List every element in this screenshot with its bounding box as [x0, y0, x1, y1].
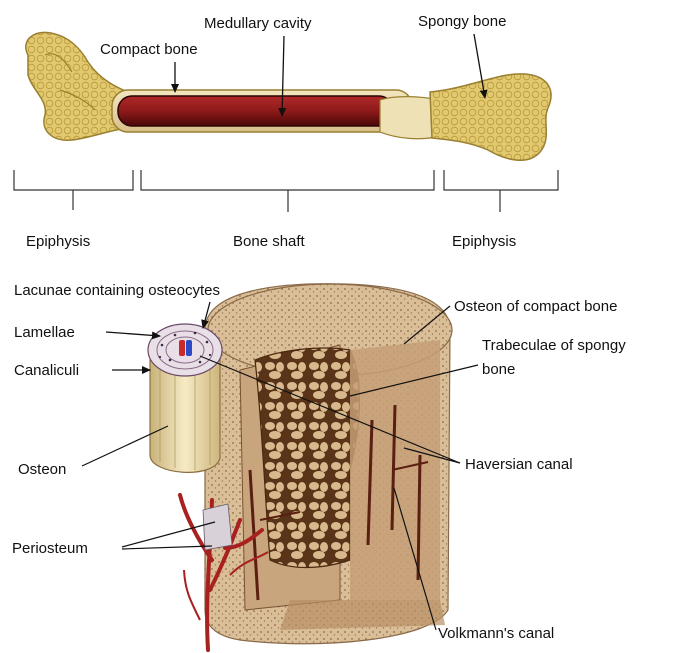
medullary-cavity-shape	[118, 96, 393, 126]
label-compact-bone: Compact bone	[100, 41, 198, 58]
trabeculae-region	[255, 348, 359, 567]
region-brackets	[14, 170, 558, 212]
right-epiphysis-shape	[430, 74, 551, 160]
label-medullary-cavity: Medullary cavity	[204, 15, 312, 32]
label-haversian-canal: Haversian canal	[465, 456, 573, 473]
label-trabeculae-1: Trabeculae of spongy	[482, 337, 626, 354]
pointer-periosteum-2	[122, 546, 212, 549]
label-osteon: Osteon	[18, 461, 66, 478]
label-periosteum: Periosteum	[12, 540, 88, 557]
label-volkmanns-canal: Volkmann's canal	[438, 625, 554, 642]
label-lamellae: Lamellae	[14, 324, 75, 341]
label-epiphysis-left: Epiphysis	[26, 233, 90, 250]
periosteum-patch	[203, 504, 232, 550]
label-osteon-compact: Osteon of compact bone	[454, 298, 617, 315]
label-spongy-bone: Spongy bone	[418, 13, 506, 30]
label-bone-shaft: Bone shaft	[233, 233, 306, 250]
arrow-lamellae	[106, 332, 160, 336]
label-trabeculae-2: bone	[482, 361, 515, 378]
label-canaliculi: Canaliculi	[14, 362, 79, 379]
label-epiphysis-right: Epiphysis	[452, 233, 516, 250]
label-lacunae: Lacunae containing osteocytes	[14, 282, 220, 299]
bone-section-block	[148, 284, 452, 650]
